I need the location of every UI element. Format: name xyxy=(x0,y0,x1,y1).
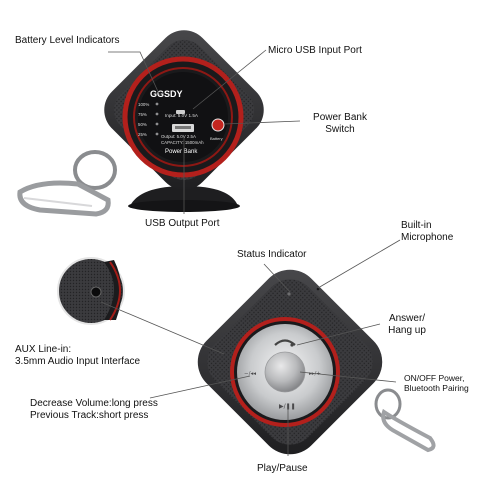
capacity-spec: CAPACITY: 1500mAh xyxy=(161,140,204,145)
status-indicator xyxy=(287,292,291,296)
answer-button[interactable] xyxy=(274,339,296,346)
built-in-microphone-line-1: Built-in xyxy=(401,220,432,231)
volume-up-button[interactable]: ▸▸/+ xyxy=(309,371,321,377)
brand-logo: GGSDY xyxy=(150,89,183,99)
decrease-volume-line-2: Previous Track:short press xyxy=(30,410,149,421)
bottom-device: −/◂◂ ▸▸/+ ▶/❚❚ xyxy=(197,269,436,455)
answer-hang-up-label: Answer/ Hang up xyxy=(378,313,436,337)
top-device: GGSDY Input: 5.0V 1.5A Output: 5.0V 2.5A… xyxy=(17,30,264,217)
battery-level-indicators-label: Battery Level Indicators xyxy=(15,35,120,46)
answer-hang-up-line-1: Answer/ xyxy=(388,313,426,324)
micro-usb-port xyxy=(176,110,185,114)
aux-line-in-line-1: AUX Line-in: xyxy=(15,344,72,355)
battery-led xyxy=(155,102,159,106)
on-off-power-label: ON/OFF Power, Bluetooth Pairing xyxy=(404,373,469,393)
battery-level-leds: 100% 75% 50% 25% xyxy=(138,102,159,137)
battery-percent-label: 100% xyxy=(138,102,149,107)
power-bank-switch-line-1: Power Bank xyxy=(313,112,367,123)
switch-caption: Battery xyxy=(210,136,223,141)
battery-percent-label: 25% xyxy=(138,132,147,137)
battery-led xyxy=(155,132,159,136)
volume-down-button[interactable]: −/◂◂ xyxy=(244,371,256,377)
power-bank-switch[interactable] xyxy=(211,118,225,132)
play-pause-label: Play/Pause xyxy=(257,463,308,474)
battery-percent-label: 50% xyxy=(138,122,147,127)
output-spec: Output: 5.0V 2.5A xyxy=(161,134,196,139)
play-pause-button[interactable]: ▶/❚❚ xyxy=(279,403,296,410)
microphone-hole xyxy=(316,287,320,291)
on-off-power-line-1: ON/OFF Power, xyxy=(404,373,465,383)
built-in-microphone-line-2: Microphone xyxy=(401,232,454,243)
answer-hang-up-line-2: Hang up xyxy=(388,325,426,336)
top-carabiner xyxy=(17,150,117,217)
product-name: Power Bank xyxy=(165,149,198,155)
power-bank-panel: GGSDY Input: 5.0V 1.5A Output: 5.0V 2.5A… xyxy=(138,89,225,155)
aux-line-in-line-2: 3.5mm Audio Input Interface xyxy=(15,356,141,367)
on-off-power-line-2: Bluetooth Pairing xyxy=(404,383,469,393)
aux-jack xyxy=(90,286,102,298)
usb-output-port-label: USB Output Port xyxy=(145,218,220,229)
micro-usb-input-port-label: Micro USB Input Port xyxy=(268,45,362,56)
decrease-volume-line-1: Decrease Volume:long press xyxy=(30,398,158,409)
power-bank-switch-line-2: Switch xyxy=(325,124,355,135)
battery-led xyxy=(155,122,159,126)
battery-led xyxy=(155,112,159,116)
aux-line-in-label: AUX Line-in: 3.5mm Audio Input Interface xyxy=(15,344,140,368)
battery-percent-label: 75% xyxy=(138,112,147,117)
decrease-volume-label: Decrease Volume:long press Previous Trac… xyxy=(30,398,158,422)
built-in-microphone-label: Built-in Microphone xyxy=(401,220,453,244)
status-indicator-label: Status Indicator xyxy=(237,249,307,260)
power-bank-switch-label: Power Bank Switch xyxy=(304,112,376,136)
callout-lines xyxy=(100,49,401,456)
bottom-carabiner xyxy=(374,388,436,453)
input-spec: Input: 5.0V 1.5A xyxy=(165,113,199,118)
aux-closeup xyxy=(57,257,125,325)
power-knob[interactable] xyxy=(264,351,306,393)
